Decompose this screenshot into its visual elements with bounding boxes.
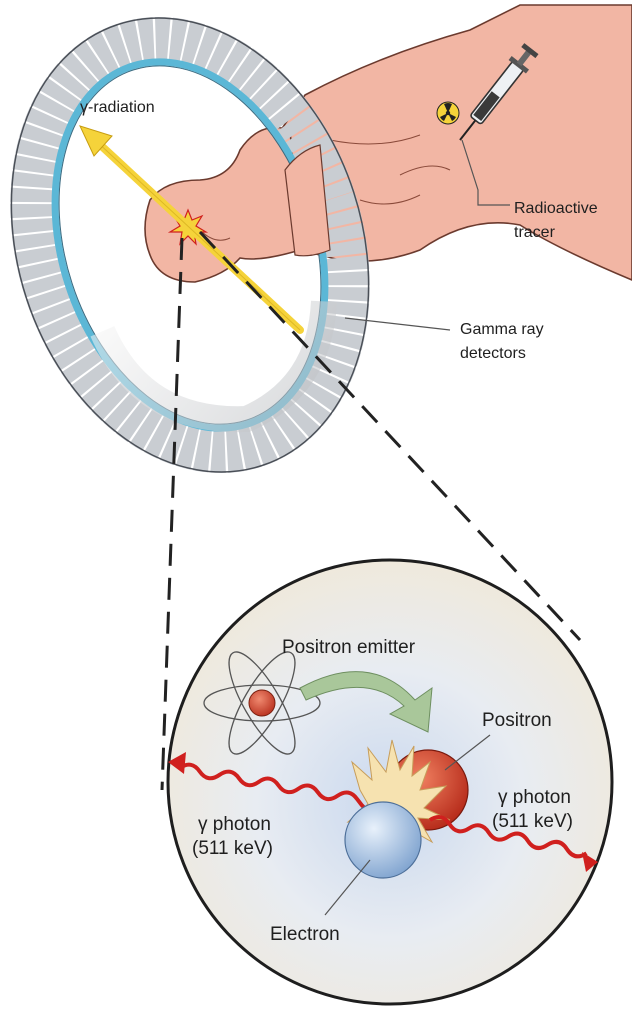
electron-label: Electron <box>270 924 340 945</box>
photon-right-label-line1: γ photon <box>498 787 571 808</box>
photon-right-label-line2: (511 keV) <box>492 811 573 832</box>
tracer-label-line1: Radioactive <box>514 200 598 217</box>
positron-label: Positron <box>482 710 552 731</box>
detectors-label-line1: Gamma ray <box>460 321 544 338</box>
photon-left-label-line2: (511 keV) <box>192 838 273 859</box>
radiation-trefoil-icon <box>437 102 459 124</box>
tracer-label-line2: tracer <box>514 224 556 241</box>
electron-particle <box>345 802 421 878</box>
zoom-line-left <box>162 238 182 790</box>
positron-emitter-label: Positron emitter <box>282 637 416 658</box>
photon-left-label-line1: γ photon <box>198 814 271 835</box>
radiation-label: γ-radiation <box>80 99 155 116</box>
detectors-label-line2: detectors <box>460 345 526 362</box>
